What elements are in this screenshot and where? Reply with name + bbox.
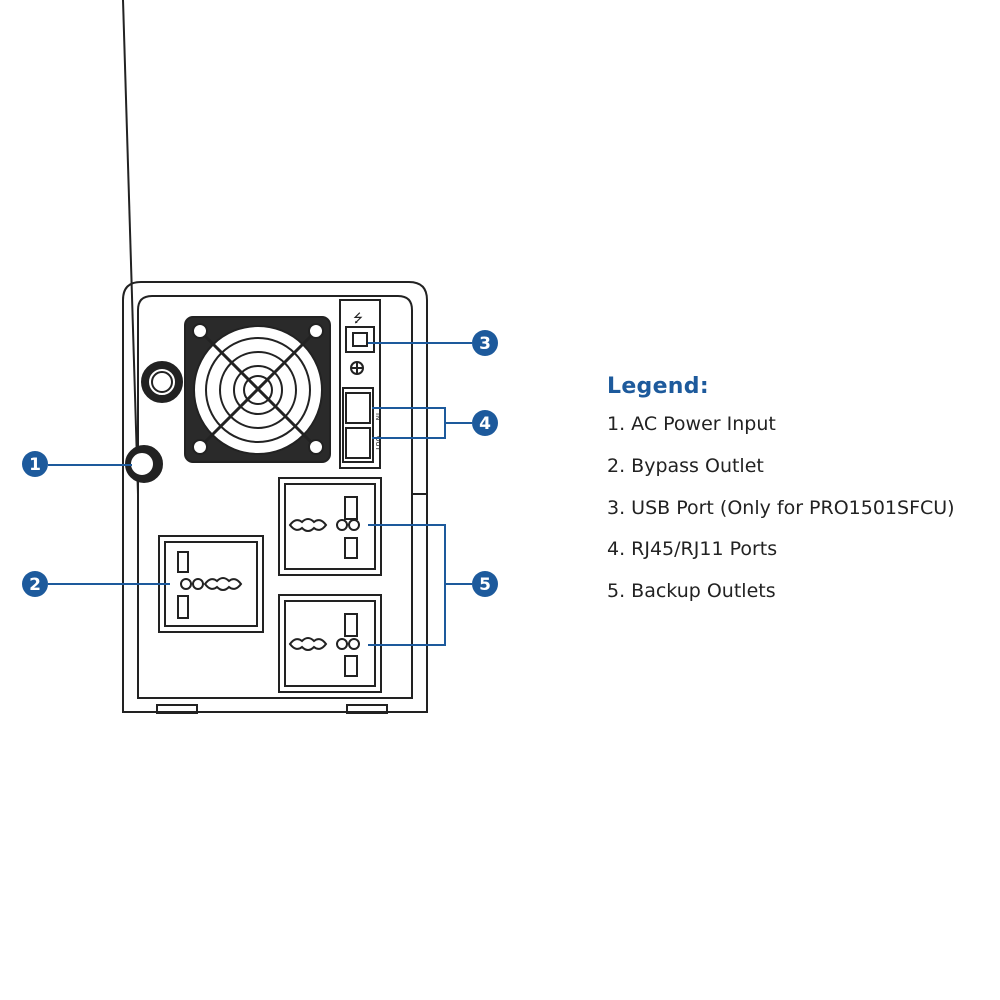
svg-text:4: 4 [479,414,491,434]
backup-outlet-2 [278,594,382,693]
legend-item-backup-outlets: 5. Backup Outlets [607,580,776,603]
legend-item-ac-power-input: 1. AC Power Input [607,413,776,435]
svg-text:OUT: OUT [374,436,382,452]
callout-lines [48,342,472,646]
rj45-in-port [345,392,371,424]
foot-left [156,704,198,714]
foot-right [346,704,388,714]
legend-item-rj-ports: 4. RJ45/RJ11 Ports [607,538,778,561]
legend-item-usb-port: 3. USB Port (Only for PRO1501SFCU) [607,496,955,519]
legend-title: Legend: [607,374,709,399]
svg-text:1: 1 [29,455,41,475]
cooling-fan [184,316,331,463]
callout-5: 5 [472,571,498,597]
callout-3: 3 [472,330,498,356]
svg-text:5: 5 [479,575,491,595]
callout-1: 1 [22,451,48,477]
callout-4: 4 [472,410,498,436]
port-panel: ⭍ IN OUT [339,299,382,469]
fuse-holder [141,361,183,403]
callout-2: 2 [22,571,48,597]
legend-item-bypass-outlet: 2. Bypass Outlet [607,454,764,477]
backup-outlet-1 [278,477,382,576]
svg-text:3: 3 [479,334,491,354]
svg-text:IN: IN [374,413,382,420]
usb-icon: ⭍ [353,311,363,325]
legend: Legend: 1. AC Power Input 2. Bypass Outl… [607,374,955,620]
usb-port [345,326,375,353]
bypass-outlet [158,535,264,633]
svg-text:2: 2 [29,575,41,595]
rj11-out-port [345,427,371,459]
ac-power-input [125,445,163,483]
